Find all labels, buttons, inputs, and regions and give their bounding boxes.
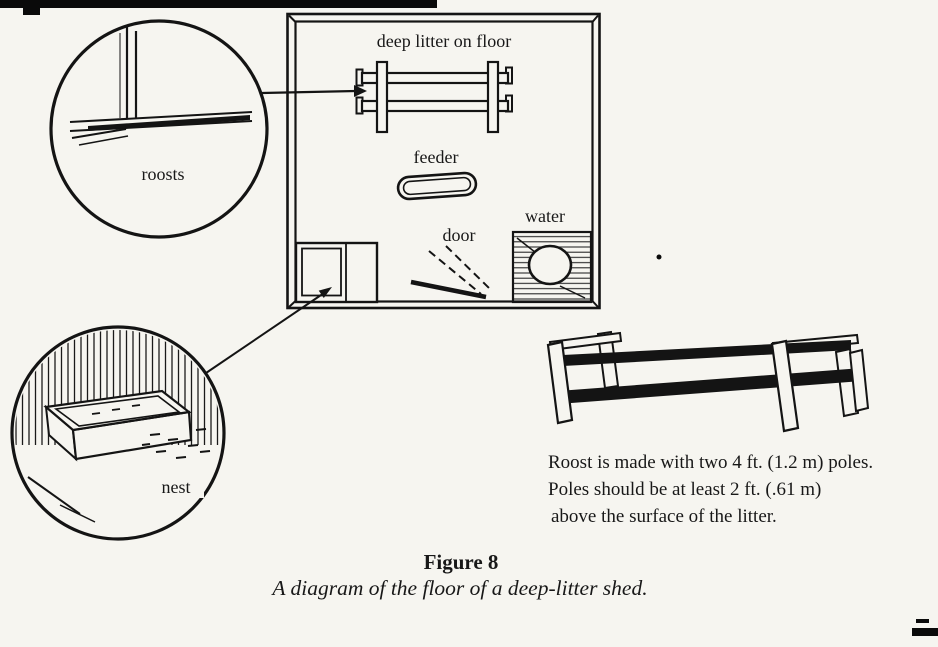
roost-post-right — [486, 60, 500, 134]
roost-rail-bottom — [360, 99, 510, 113]
door-swing-dash — [428, 250, 482, 295]
scan-bar-bottom-right — [912, 628, 938, 636]
feeder-inner — [402, 176, 472, 196]
door-label: door — [443, 225, 476, 245]
nest-inset: nest — [10, 287, 332, 541]
nest-pointer-arrowhead — [318, 287, 332, 298]
roost-plan — [355, 60, 513, 134]
litter-dashes — [141, 428, 211, 459]
scan-mark-top-left — [23, 0, 40, 15]
roost-leg-far-right — [848, 348, 870, 413]
water-label: water — [525, 206, 565, 226]
deep-litter-label: deep litter on floor — [377, 31, 511, 51]
door-swing-dash — [445, 245, 490, 289]
floor-edge-line — [78, 135, 129, 146]
roost-rail-top — [360, 71, 510, 85]
water-scribble — [559, 285, 586, 299]
nest-label-bg — [148, 476, 204, 498]
caption-subtitle: A diagram of the floor of a deep-litter … — [270, 576, 647, 600]
nest-box-outer — [294, 241, 379, 304]
caption-title: Figure 8 — [424, 550, 499, 574]
feeder-label: feeder — [414, 147, 459, 167]
roost-perspective — [546, 330, 870, 433]
roosts-inset-circle — [49, 19, 269, 239]
roost-note: Roost is made with two 4 ft. (1.2 m) pol… — [548, 452, 873, 527]
door-leaf — [410, 279, 487, 300]
feeder-trough — [396, 171, 478, 201]
floor-plan: deep litter on floor feeder door water — [286, 12, 601, 310]
roost-pole-edge — [69, 120, 253, 132]
nest-eggs — [91, 404, 141, 415]
scan-bar-top — [0, 0, 437, 8]
door-symbol — [410, 245, 490, 300]
nest-pointer-line — [205, 290, 328, 374]
roosts-pointer-arrowhead — [354, 85, 367, 97]
figure-caption: Figure 8 A diagram of the floor of a dee… — [270, 550, 647, 600]
roosts-inset: roosts — [49, 19, 367, 239]
roosts-label: roosts — [141, 164, 184, 184]
roost-post-left — [375, 60, 389, 134]
nest-box-top-rim — [43, 389, 192, 432]
water-container — [527, 244, 573, 286]
nest-box-inner-rim — [53, 395, 182, 427]
feeder-outline — [396, 171, 478, 201]
water-station — [511, 230, 593, 304]
roost-leg-front-left — [546, 340, 574, 425]
note-line-1: Roost is made with two 4 ft. (1.2 m) pol… — [548, 452, 873, 473]
note-line-2: Poles should be at least 2 ft. (.61 m) — [548, 479, 821, 500]
roosts-pointer-line — [261, 89, 357, 95]
roost-leg-front-right — [770, 339, 800, 433]
scan-speck — [656, 254, 662, 260]
floor-edge-line — [59, 504, 96, 523]
nest-plan-box — [294, 241, 379, 304]
floor-edge-line — [27, 476, 81, 515]
floor-edge-line — [71, 128, 127, 139]
shed-wall-inner — [294, 20, 594, 303]
scan-dash-bottom-right — [916, 619, 929, 623]
nest-label: nest — [162, 477, 191, 497]
note-line-3: above the surface of the litter. — [551, 506, 777, 527]
roost-pole-edge — [69, 111, 253, 123]
